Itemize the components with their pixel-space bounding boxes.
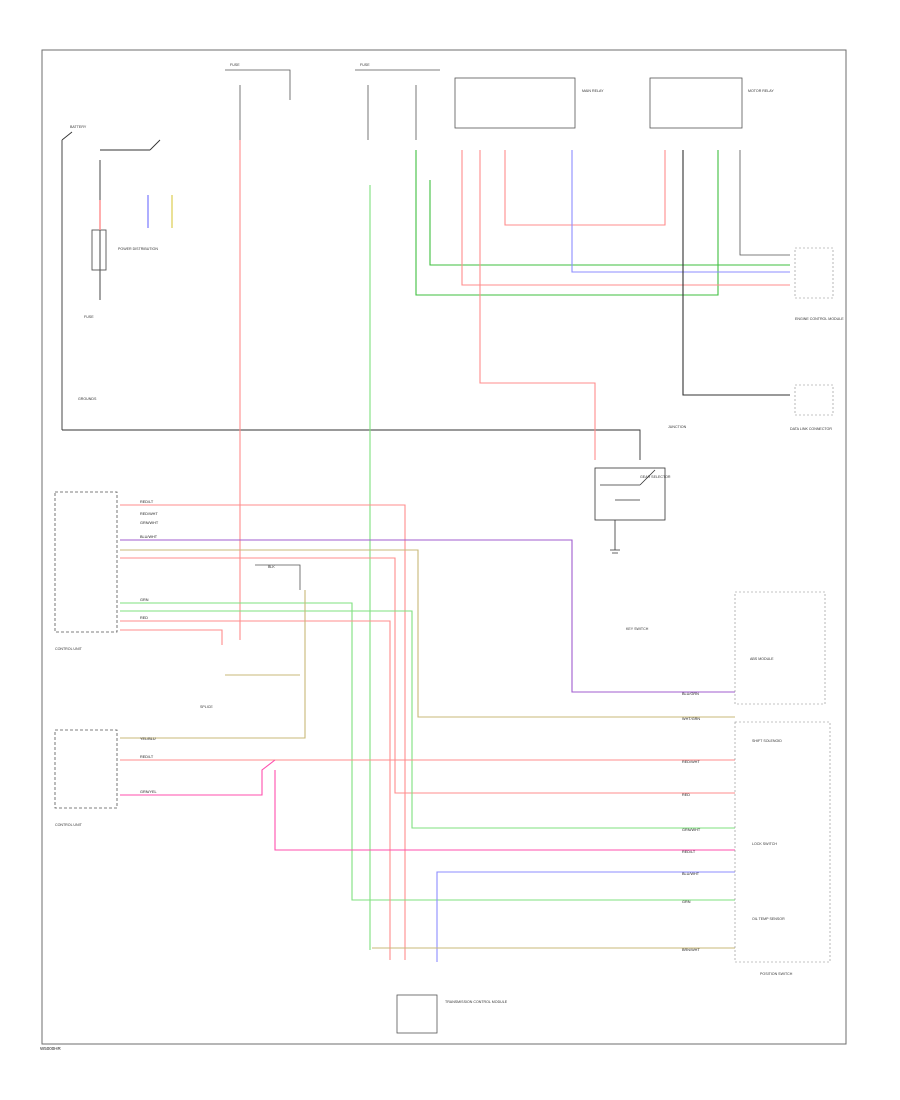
wl-red: RED xyxy=(140,616,148,620)
wire-purple xyxy=(120,539,735,693)
gear-selector-label: GEAR SELECTOR xyxy=(640,475,671,479)
grounds-label: GROUNDS xyxy=(78,397,97,401)
footer-code: W5000HR xyxy=(40,1046,62,1051)
wl-grn-wht-2: GRN/WHT xyxy=(682,828,701,832)
diagram-frame xyxy=(41,49,847,1045)
control-unit-2-label: CONTROL UNIT xyxy=(55,823,83,827)
motor-relay-label: MOTOR RELAY xyxy=(748,89,774,93)
control-unit-1-label: CONTROL UNIT xyxy=(55,647,83,651)
control-unit-1-box xyxy=(54,491,118,633)
wl-wht-grn: WHT/GRN xyxy=(682,717,700,721)
fuse-top-1-label: FUSE xyxy=(230,63,240,67)
wl-grn-yel: GRN/YEL xyxy=(140,790,157,794)
wire-black-junction xyxy=(682,150,790,396)
wl-grn: GRN xyxy=(140,598,149,602)
battery-label: BATTERY xyxy=(70,125,87,129)
fuse-block-top xyxy=(225,69,440,140)
junction-label: JUNCTION xyxy=(668,425,687,429)
wl-grn-2: GRN xyxy=(682,900,691,904)
wire-red-relay-1 xyxy=(461,150,790,286)
abs-module-label: ABS MODULE xyxy=(750,657,774,661)
splice-label: SPLICE xyxy=(200,705,213,709)
wl-red-lt: RED/LT xyxy=(140,500,154,504)
wire-magenta-2 xyxy=(274,770,735,851)
wire-red-relay-2 xyxy=(504,150,666,226)
wire-red-lt-1 xyxy=(120,504,406,960)
data-link-label: DATA LINK CONNECTOR xyxy=(790,427,832,431)
wires xyxy=(120,140,790,962)
wl-blu-wht: BLU/WHT xyxy=(140,535,158,539)
tcm-label: TRANSMISSION CONTROL MODULE xyxy=(445,1000,508,1004)
wire-black-ecm xyxy=(739,150,790,256)
wire-magenta-1 xyxy=(120,759,276,796)
wire-blue-lower xyxy=(436,871,735,962)
main-relay-box xyxy=(454,77,576,129)
wire-green-3 xyxy=(120,610,735,829)
main-relay-label: MAIN RELAY xyxy=(582,89,604,93)
wire-splice xyxy=(255,564,301,590)
key-switch-label: KEY SWITCH xyxy=(626,627,649,631)
wl-brn-wht: BRN/WHT xyxy=(682,948,700,952)
wl-blu-grn: BLU/GRN xyxy=(682,692,699,696)
wire-dkgreen-loop xyxy=(415,150,719,296)
control-unit-2-box xyxy=(54,729,118,809)
trans-module-box xyxy=(734,721,831,963)
wire-blue-ecm xyxy=(571,150,790,273)
wire-tan-2 xyxy=(120,590,306,739)
lock-switch-label: LOCK SWITCH xyxy=(752,842,777,846)
shift-solenoid-label: SHIFT SOLENOID xyxy=(752,739,782,743)
wl-red-wht-2: RED/WHT xyxy=(682,760,700,764)
wl-red-wht: RED/WHT xyxy=(140,512,158,516)
fuse-label: FUSE xyxy=(84,315,94,319)
wl-red-2: RED xyxy=(682,793,690,797)
wl-yel-blu: YEL/BLU xyxy=(140,737,156,741)
gear-selector xyxy=(594,467,666,554)
battery-section xyxy=(61,131,641,460)
wl-grn-wht: GRN/WHT xyxy=(140,521,159,525)
wire-green-2 xyxy=(120,602,735,901)
wl-red-lt-2: RED/LT xyxy=(140,755,154,759)
oil-temp-label: OIL TEMP SENSOR xyxy=(752,917,785,921)
fuse-top-2-label: FUSE xyxy=(360,63,370,67)
tcm-box xyxy=(396,994,438,1034)
wl-blu-wht-2: BLU/WHT xyxy=(682,872,700,876)
engine-ctrl-label: ENGINE CONTROL MODULE xyxy=(795,317,844,321)
wire-label-blk: BLK xyxy=(268,565,275,569)
wire-tan xyxy=(120,549,735,718)
wire-dkgreen-2 xyxy=(429,180,790,266)
data-link-connector xyxy=(794,384,834,416)
wire-red-4 xyxy=(120,629,223,645)
position-switch-label: POSITION SWITCH xyxy=(760,972,793,976)
engine-ctrl-connector xyxy=(794,247,834,299)
motor-relay-box xyxy=(649,77,743,129)
wire-red-3 xyxy=(120,620,391,960)
abs-module-box xyxy=(734,591,826,705)
wire-red-relay-3 xyxy=(479,150,596,460)
wl-red-lt-3: RED/LT xyxy=(682,850,696,854)
power-dist-label: POWER DISTRIBUTION xyxy=(118,247,158,251)
wire-red-2 xyxy=(120,557,735,794)
